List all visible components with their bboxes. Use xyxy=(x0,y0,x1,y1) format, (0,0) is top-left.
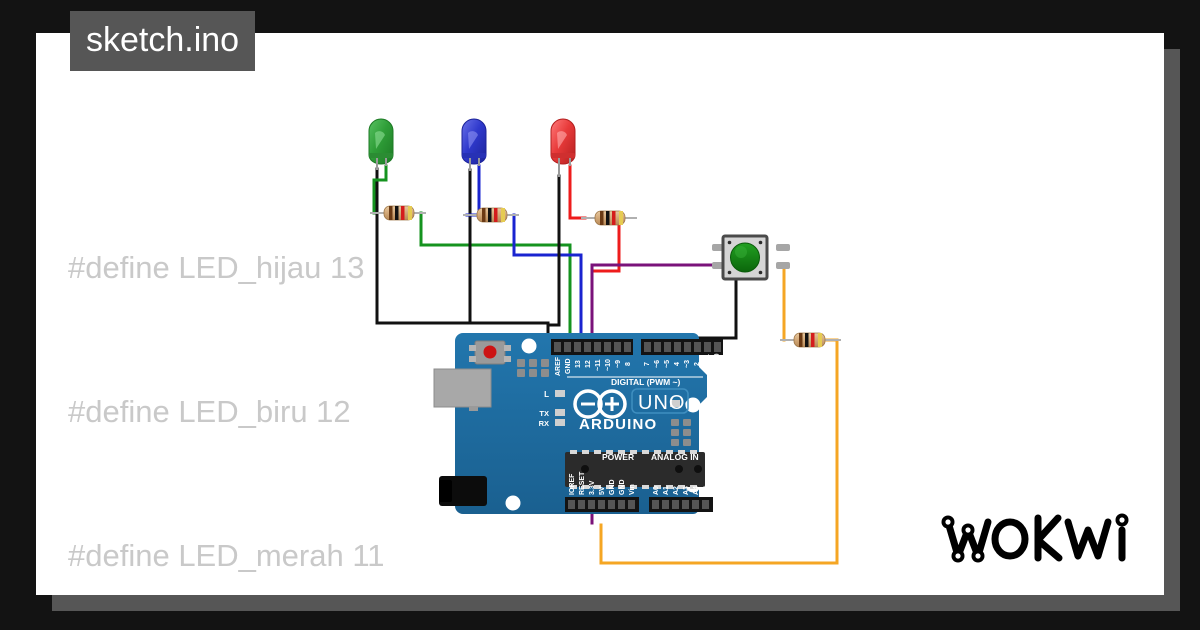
svg-text:4: 4 xyxy=(674,362,681,366)
svg-text:L: L xyxy=(544,390,549,399)
svg-text:~3: ~3 xyxy=(684,360,691,368)
resistor-4[interactable] xyxy=(780,332,841,348)
svg-text:AREF: AREF xyxy=(555,356,562,376)
circuit-diagram: AREF GND 13 12 ~11 ~10 ~9 8 7 ~6 ~5 4 ~3… xyxy=(368,118,841,565)
wire-red-led-cathode xyxy=(546,174,561,327)
resistor-2[interactable] xyxy=(463,207,519,223)
icsp-header xyxy=(671,419,691,446)
svg-text:TX 1: TX 1 xyxy=(704,354,711,369)
svg-text:A4: A4 xyxy=(693,486,700,495)
svg-text:RX 0: RX 0 xyxy=(714,353,721,369)
svg-text:ON: ON xyxy=(685,399,698,409)
svg-text:RX: RX xyxy=(539,419,549,428)
digital-pin-labels: AREF GND 13 12 ~11 ~10 ~9 8 7 ~6 ~5 4 ~3… xyxy=(555,353,721,376)
code-line: #define LED_hijau 13 xyxy=(68,250,365,285)
filename-tab[interactable]: sketch.ino xyxy=(70,11,256,71)
svg-text:8: 8 xyxy=(625,362,632,366)
resistor-3[interactable] xyxy=(581,210,637,226)
mounting-hole xyxy=(685,397,701,413)
wire-green-to-pin13 xyxy=(419,211,572,338)
mcu-chip xyxy=(565,450,705,489)
icsp2-header xyxy=(517,359,549,377)
power-group-label: POWER xyxy=(602,452,634,462)
svg-text:A2: A2 xyxy=(673,486,680,495)
svg-text:GND: GND xyxy=(565,358,572,374)
power-group-label-group: POWER ANALOG IN xyxy=(602,452,699,462)
digital-group-label: DIGITAL (PWM ~) xyxy=(611,377,681,387)
svg-text:12: 12 xyxy=(585,360,592,368)
wire-green-anode-stub xyxy=(372,164,388,215)
svg-text:2: 2 xyxy=(694,362,701,366)
onboard-leds: L TX RX ON xyxy=(539,390,698,428)
digital-header-right[interactable] xyxy=(641,339,723,355)
svg-text:A0: A0 xyxy=(653,486,660,495)
svg-text:A3: A3 xyxy=(683,486,690,495)
svg-text:RESET: RESET xyxy=(579,471,586,495)
code-line: #define LED_biru 12 xyxy=(68,394,351,429)
wire-green-led-cathode xyxy=(375,167,550,335)
mounting-hole xyxy=(521,338,537,354)
svg-text:5V: 5V xyxy=(599,486,606,495)
digital-header-left[interactable] xyxy=(551,339,633,355)
led-blue[interactable] xyxy=(461,118,487,171)
svg-text:GND: GND xyxy=(619,479,626,495)
svg-text:3.3V: 3.3V xyxy=(589,480,596,495)
svg-text:~11: ~11 xyxy=(595,359,602,371)
analog-header[interactable] xyxy=(649,497,713,512)
analog-group-label: ANALOG IN xyxy=(651,452,699,462)
svg-text:7: 7 xyxy=(644,362,651,366)
svg-text:~9: ~9 xyxy=(615,360,622,368)
arduino-brand: ARDUINO xyxy=(579,416,657,433)
svg-text:A1: A1 xyxy=(663,486,670,495)
board-model-label: UNO xyxy=(638,392,685,414)
svg-text:13: 13 xyxy=(575,360,582,368)
svg-text:Vin: Vin xyxy=(629,484,636,495)
power-pin-labels: IOREF RESET 3.3V 5V GND GND Vin A0 A1 A2… xyxy=(569,471,710,495)
arduino-wordmark: ARDUINO UNO xyxy=(573,388,689,433)
wire-blue-to-pin12 xyxy=(512,213,583,338)
sketch-card: #define LED_hijau 13 #define LED_biru 12… xyxy=(36,33,1164,595)
wire-red-to-pin11 xyxy=(590,216,621,338)
svg-text:~6: ~6 xyxy=(654,360,661,368)
usb-connector xyxy=(433,368,492,411)
svg-text:~10: ~10 xyxy=(605,359,612,371)
led-red[interactable] xyxy=(550,118,576,177)
power-jack xyxy=(439,476,487,506)
svg-text:GND: GND xyxy=(609,479,616,495)
arduino-uno-board[interactable]: AREF GND 13 12 ~11 ~10 ~9 8 7 ~6 ~5 4 ~3… xyxy=(433,333,723,514)
svg-text:IOREF: IOREF xyxy=(569,473,576,495)
wire-group xyxy=(372,164,839,565)
svg-text:A5: A5 xyxy=(703,486,710,495)
svg-text:TX: TX xyxy=(539,409,549,418)
pushbutton-green[interactable] xyxy=(712,234,790,281)
wire-red-anode-stub xyxy=(568,164,587,220)
code-line: #define LED_merah 11 xyxy=(68,538,385,573)
reset-button[interactable] xyxy=(469,340,511,365)
svg-text:~5: ~5 xyxy=(664,360,671,368)
wokwi-logo-nodes xyxy=(941,513,1129,563)
code-editor-text: #define LED_hijau 13 #define LED_biru 12… xyxy=(68,148,868,595)
resistor-1[interactable] xyxy=(370,205,426,221)
wire-blue-led-cathode xyxy=(468,168,550,325)
wokwi-logo xyxy=(938,506,1134,573)
mounting-hole xyxy=(505,495,521,511)
led-green[interactable] xyxy=(368,118,394,170)
power-header[interactable] xyxy=(565,497,639,512)
